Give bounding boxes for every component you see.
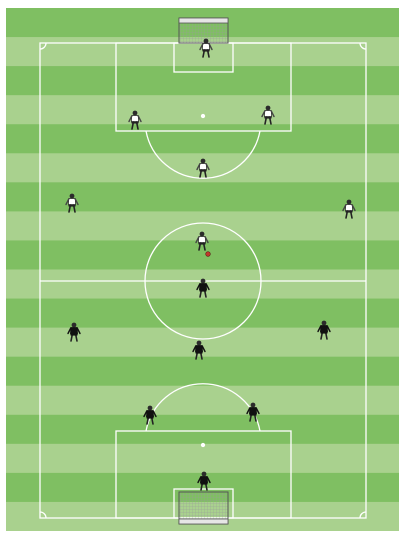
pitch-diagram (6, 8, 399, 531)
grass-stripe (6, 240, 399, 270)
pitch-svg (6, 8, 399, 531)
top-penalty-spot (202, 115, 205, 118)
grass-stripe (6, 95, 399, 125)
ball (206, 252, 211, 257)
top-goal (179, 18, 228, 43)
grass-stripe (6, 357, 399, 387)
grass-stripe (6, 299, 399, 329)
grass-stripe (6, 66, 399, 96)
grass-stripes (6, 8, 399, 531)
grass-stripe (6, 328, 399, 358)
bottom-goal (179, 492, 228, 524)
grass-stripe (6, 182, 399, 212)
grass-stripe (6, 124, 399, 154)
grass-stripe (6, 444, 399, 474)
bottom-penalty-spot (202, 444, 205, 447)
grass-stripe (6, 386, 399, 416)
grass-stripe (6, 415, 399, 445)
